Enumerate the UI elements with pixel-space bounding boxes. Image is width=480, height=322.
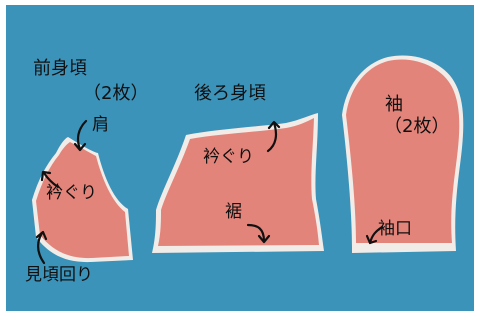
front-neckline-arrow-icon <box>40 170 60 189</box>
armhole-label: 見頃回り <box>25 265 93 285</box>
front-bodice-fabric <box>36 142 129 259</box>
back-body-label: 後ろ身頃 <box>194 83 266 104</box>
back-neckline-arrow-icon <box>266 120 281 153</box>
sleeve-piece <box>342 55 464 253</box>
front-neckline-label: 衿ぐり <box>46 183 97 203</box>
cuff-arrow-icon <box>365 225 384 245</box>
front-count-label: （2枚） <box>83 83 149 104</box>
hem-arrow-icon <box>246 223 271 244</box>
back-bodice-fabric <box>158 118 319 246</box>
front-bodice-piece <box>32 137 133 263</box>
front-body-label: 前身頃 <box>33 58 87 79</box>
fabric-pieces <box>32 55 464 265</box>
armhole-arrow-icon <box>35 230 48 265</box>
sleeve-fabric <box>346 59 460 244</box>
hem-label: 裾 <box>225 202 242 222</box>
back-bodice-piece <box>152 113 324 253</box>
sleeve-count-label: （2枚） <box>384 116 450 137</box>
back-neckline-label: 衿ぐり <box>203 147 254 167</box>
shoulder-arrow-icon <box>73 119 88 152</box>
shoulder-label: 肩 <box>92 115 109 135</box>
sewing-pattern-photo: 前身頃 （2枚） 肩 衿ぐり 見頃回り 後ろ身頃 衿ぐり 裾 袖 （2枚） 袖口 <box>6 5 474 311</box>
cuff-label: 袖口 <box>378 219 412 239</box>
sleeve-label: 袖 <box>385 94 403 115</box>
